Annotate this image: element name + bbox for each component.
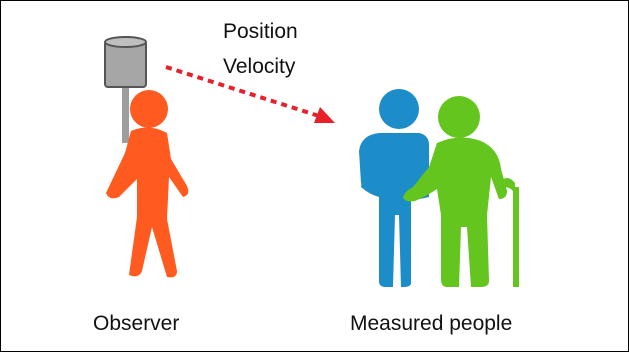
walking-person-icon [106,90,189,278]
measured-people-label: Measured people [350,312,513,335]
camera-sensor-icon [104,36,147,88]
arrow-label-position: Position [223,20,298,43]
cane-icon [499,178,519,287]
measurement-arrow [165,65,335,123]
sensor-pole-icon [122,85,129,143]
observer-figure [104,36,189,278]
elderly-couple-with-cane-icon [359,89,519,287]
green-person-icon [403,96,519,287]
observer-label: Observer [93,312,180,335]
arrow-head-icon [314,107,335,123]
blue-person-icon [359,89,429,287]
arrow-label-velocity: Velocity [223,55,296,78]
